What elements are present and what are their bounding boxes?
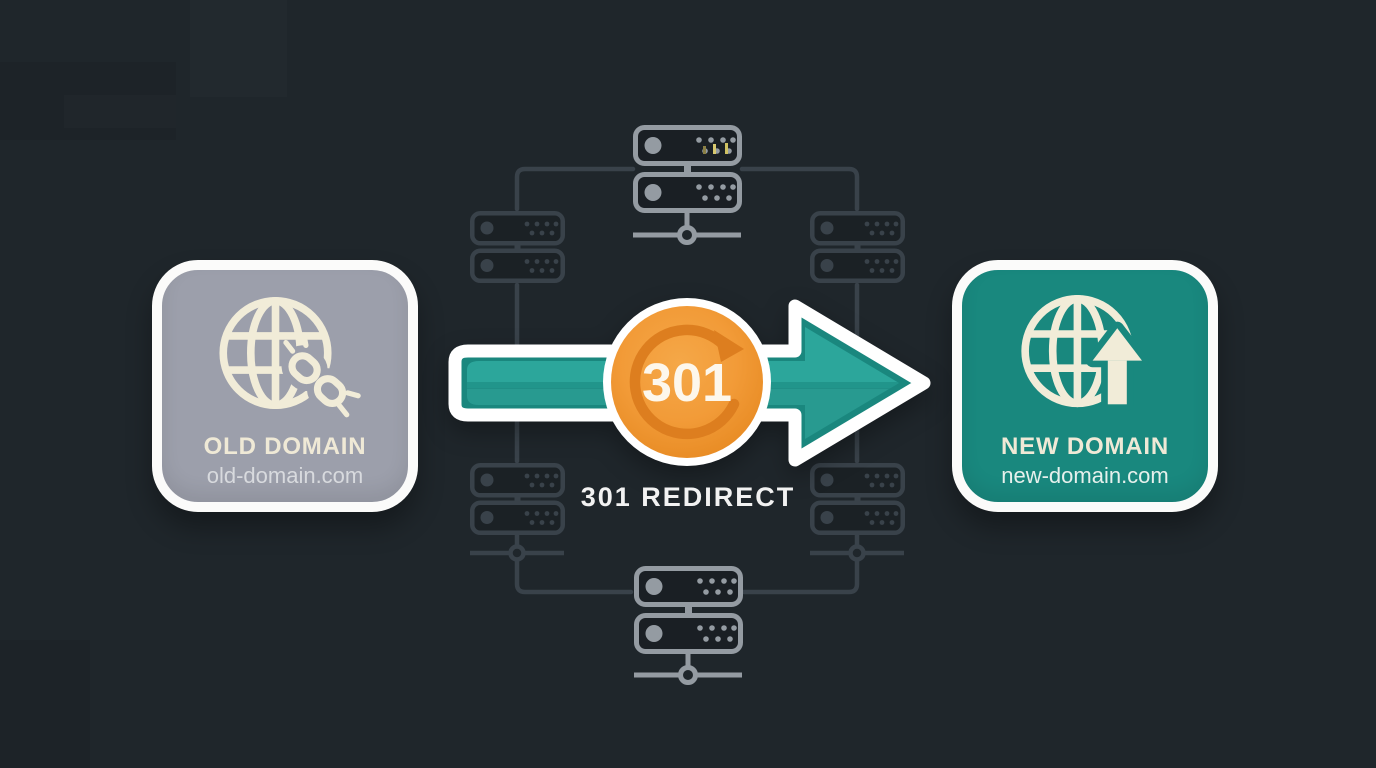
new-domain-url: new-domain.com bbox=[1001, 462, 1169, 488]
redirect-301-badge: 301 bbox=[603, 298, 771, 466]
redirect-caption: 301 REDIRECT bbox=[580, 482, 796, 512]
old-domain-url: old-domain.com bbox=[206, 462, 364, 488]
globe-broken-link-icon bbox=[219, 296, 361, 418]
break-spark-marks bbox=[283, 332, 361, 418]
server-led-lights bbox=[703, 143, 728, 154]
old-domain-card: OLD DOMAIN old-domain.com bbox=[152, 260, 418, 512]
new-domain-title: NEW DOMAIN bbox=[1001, 433, 1169, 460]
globe-upgrade-arrow-icon bbox=[1021, 295, 1149, 411]
server-stack-top-center-icon bbox=[636, 128, 740, 211]
background-patches bbox=[0, 62, 176, 768]
up-arrow-icon bbox=[1085, 321, 1149, 411]
badge-code-text: 301 bbox=[642, 353, 732, 413]
old-domain-title: OLD DOMAIN bbox=[203, 433, 367, 460]
refresh-cycle-icon bbox=[629, 324, 744, 440]
chain-link-icon bbox=[281, 345, 354, 414]
new-domain-card: NEW DOMAIN new-domain.com bbox=[952, 260, 1218, 512]
